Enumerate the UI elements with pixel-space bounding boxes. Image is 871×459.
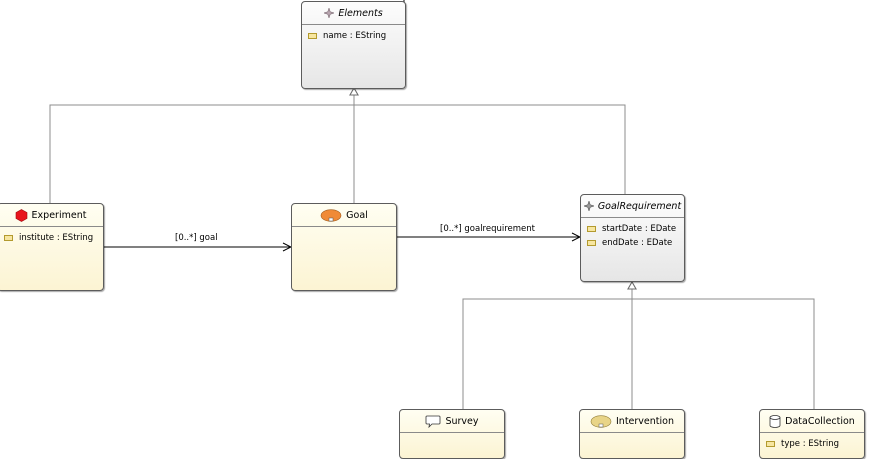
class-elements-name: Elements: [338, 7, 383, 19]
attribute-icon: [766, 441, 775, 447]
class-survey[interactable]: Survey: [399, 409, 505, 459]
attribute-row[interactable]: startDate : EDate: [587, 222, 684, 236]
speech-bubble-icon: [425, 415, 441, 428]
goal-reference-label: [0..*] goal: [175, 233, 218, 243]
inheritance-survey-to-goalrequirement[interactable]: [462, 280, 637, 409]
class-experiment-name: Experiment: [31, 209, 87, 221]
class-goal-name: Goal: [346, 209, 368, 221]
class-goalrequirement-header: GoalRequirement: [581, 195, 684, 218]
attribute-label: endDate : EDate: [602, 238, 673, 248]
class-elements[interactable]: Elements name : EString: [301, 1, 406, 89]
class-goalrequirement[interactable]: GoalRequirement startDate : EDate endDat…: [580, 194, 685, 282]
attribute-label: startDate : EDate: [602, 224, 677, 234]
class-datacollection[interactable]: DataCollection type : EString: [759, 409, 865, 459]
connector-layer: [49, 0, 815, 409]
class-survey-header: Survey: [400, 410, 504, 433]
class-datacollection-name: DataCollection: [785, 415, 855, 427]
attribute-icon: [587, 240, 596, 246]
abstract-class-icon: [583, 201, 594, 211]
class-intervention-name: Intervention: [616, 415, 674, 427]
database-icon: [769, 414, 781, 428]
ellipse-icon: [320, 208, 342, 222]
class-intervention-header: Intervention: [580, 410, 684, 433]
ellipse-icon: [590, 414, 612, 428]
class-experiment-header: Experiment: [0, 204, 103, 227]
attribute-label: name : EString: [323, 31, 387, 41]
abstract-class-icon: [324, 8, 335, 18]
inheritance-goalrequirement-to-elements[interactable]: [354, 104, 626, 194]
class-datacollection-header: DataCollection: [760, 410, 864, 433]
attribute-icon: [587, 226, 596, 232]
attribute-icon: [4, 235, 13, 241]
attribute-row[interactable]: endDate : EDate: [587, 236, 684, 250]
class-goal-header: Goal: [292, 204, 396, 227]
class-goal[interactable]: Goal: [291, 203, 397, 291]
attribute-row[interactable]: name : EString: [308, 29, 405, 43]
inheritance-experiment-to-elements[interactable]: [49, 86, 359, 203]
class-survey-name: Survey: [445, 415, 479, 427]
class-elements-header: Elements: [302, 2, 405, 25]
attribute-icon: [308, 33, 317, 39]
inheritance-datacollection-to-goalrequirement[interactable]: [632, 298, 815, 409]
goalrequirement-reference-label: [0..*] goalrequirement: [440, 224, 536, 234]
class-intervention[interactable]: Intervention: [579, 409, 685, 459]
attribute-row[interactable]: type : EString: [766, 437, 864, 451]
hexagon-icon: [15, 208, 28, 222]
attribute-row[interactable]: institute : EString: [4, 231, 103, 245]
class-experiment[interactable]: Experiment institute : EString: [0, 203, 104, 291]
class-goalrequirement-name: GoalRequirement: [597, 200, 682, 212]
attribute-label: institute : EString: [19, 233, 94, 243]
attribute-label: type : EString: [781, 439, 839, 449]
